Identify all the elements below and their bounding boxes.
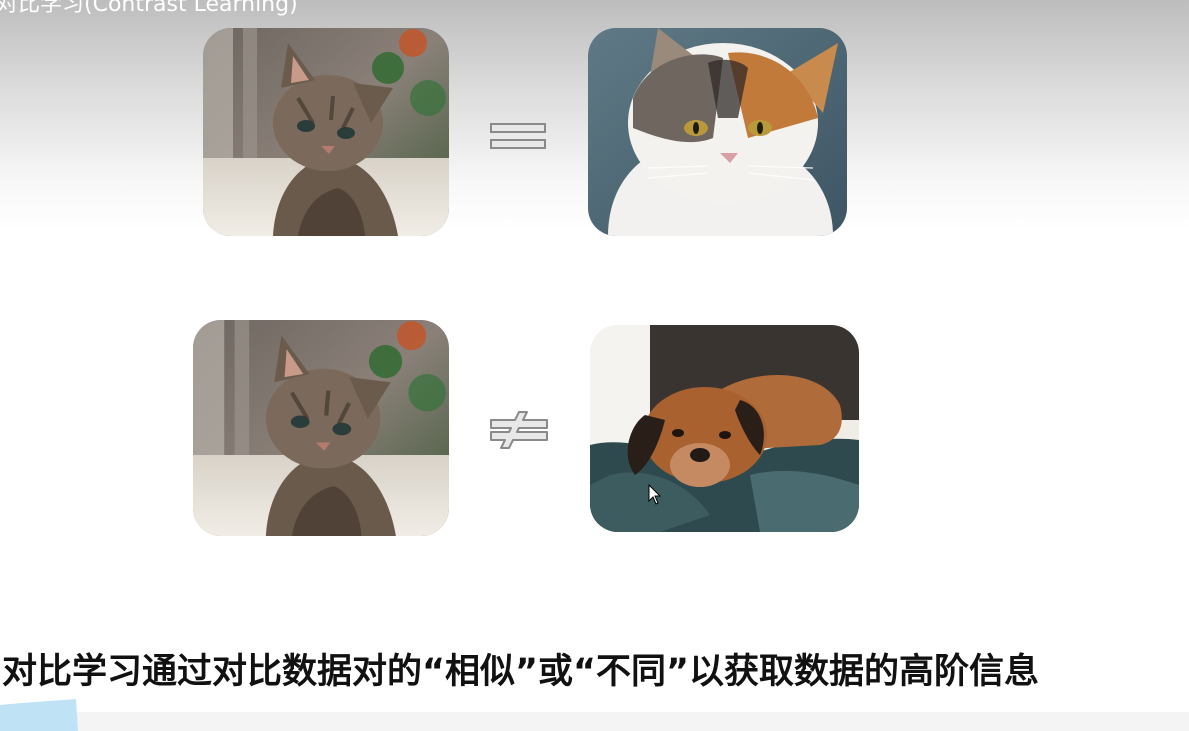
slide-caption: 对比学习通过对比数据对的“相似”或“不同”以获取数据的高阶信息: [2, 652, 1040, 692]
not-equals-icon: [490, 411, 548, 449]
bottom-strip: [0, 712, 1189, 731]
equals-icon: [490, 123, 546, 149]
mouse-cursor-icon: [648, 484, 662, 505]
kitten-image-bottom: [193, 320, 449, 536]
dog-photo-icon: [590, 325, 859, 532]
calico-cat-photo-icon: [588, 28, 847, 236]
dog-image: [590, 325, 859, 532]
kitten-photo-icon: [203, 28, 449, 236]
highlighter-mark-icon: [0, 699, 78, 731]
calico-cat-image: [588, 28, 847, 236]
kitten-photo-icon: [193, 320, 449, 536]
kitten-image-top: [203, 28, 449, 236]
slide-title: 对比学习(Contrast Learning): [0, 0, 298, 17]
